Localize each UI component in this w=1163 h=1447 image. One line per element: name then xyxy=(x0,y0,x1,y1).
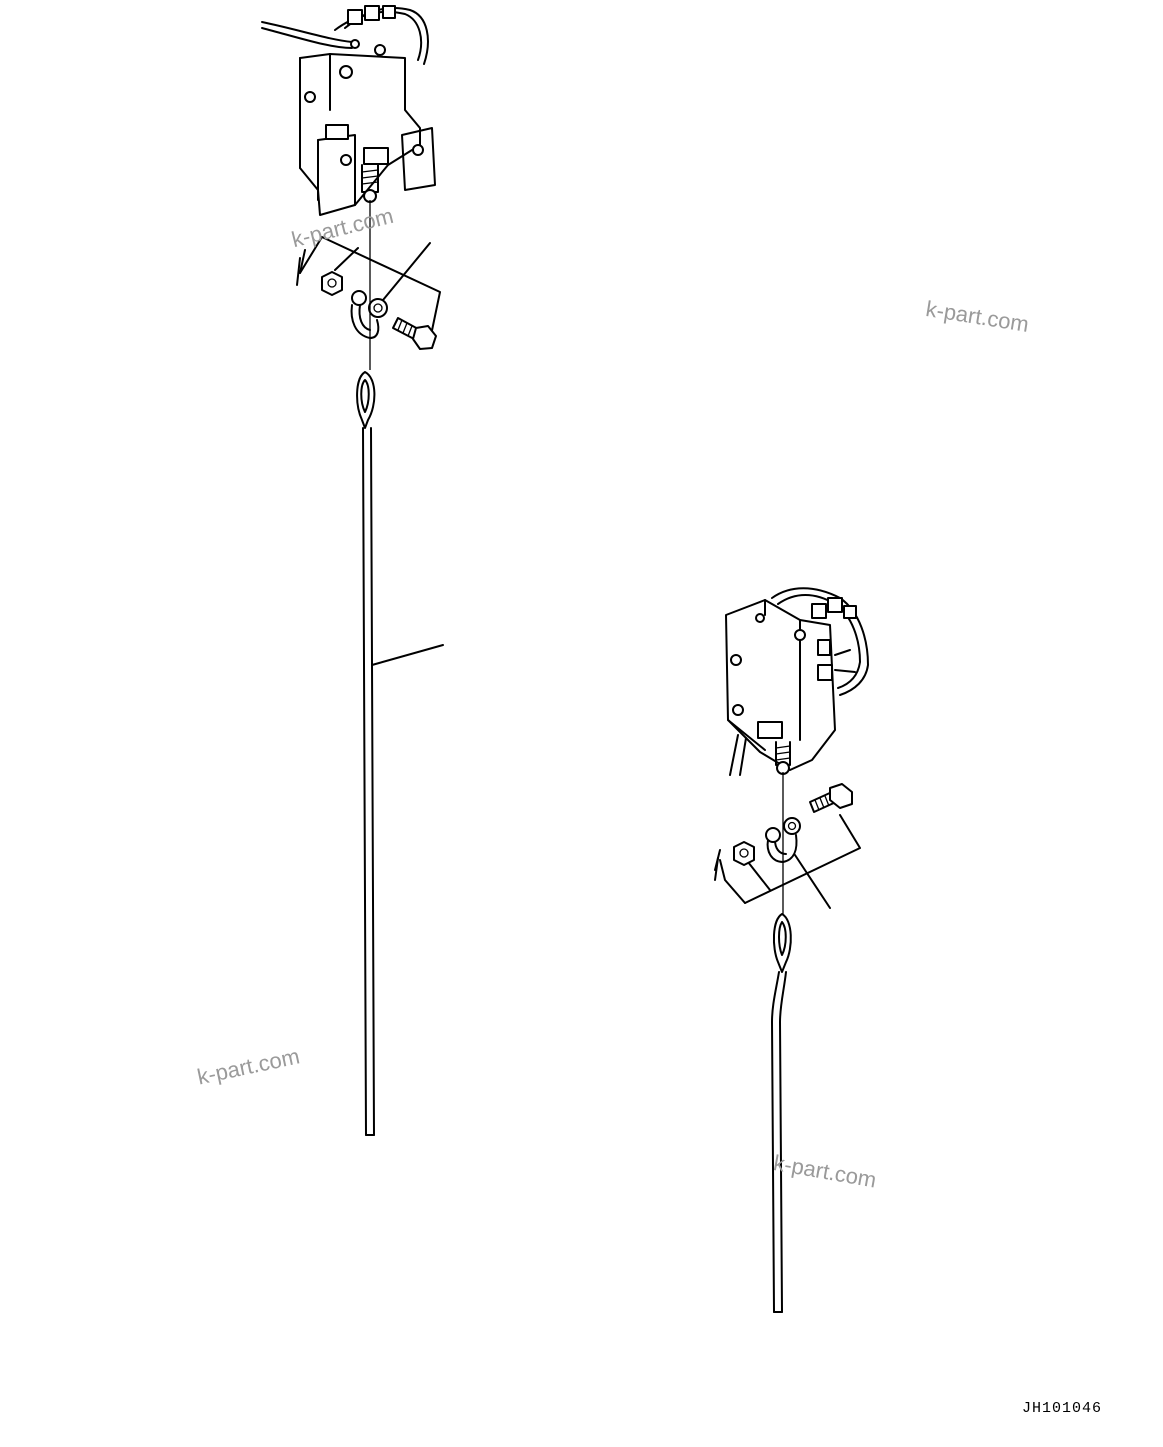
left-parts-group-bracket xyxy=(296,236,441,341)
right-nut xyxy=(733,841,755,866)
right-wire-harness xyxy=(771,587,869,696)
right-gauge-rod xyxy=(771,913,792,1313)
left-switch-body xyxy=(299,53,436,216)
reference-code: JH101046 xyxy=(1022,1400,1103,1417)
right-bolt xyxy=(809,783,853,813)
left-clamp xyxy=(350,290,388,339)
right-assembly xyxy=(714,587,869,1313)
left-nut xyxy=(321,271,343,296)
left-assembly xyxy=(261,5,444,1136)
left-bolt xyxy=(392,317,437,350)
left-wire-harness xyxy=(261,5,429,65)
right-switch-body xyxy=(725,599,836,776)
left-gauge-rod xyxy=(356,371,444,1136)
